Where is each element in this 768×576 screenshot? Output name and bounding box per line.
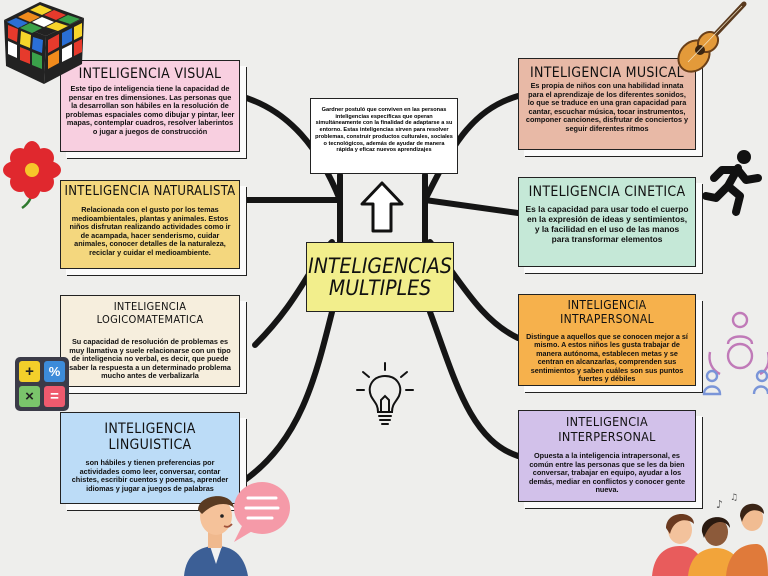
central-title-box: INTELIGENCIAS MULTIPLES xyxy=(306,242,454,312)
card-title: INTELIGENCIA VISUAL xyxy=(78,66,222,82)
card-cinetica: INTELIGENCIA CINETICA Es la capacidad pa… xyxy=(518,177,696,267)
card-title: INTELIGENCIA INTRAPERSONAL xyxy=(560,298,654,326)
intro-text: Gardner postuló que conviven en las pers… xyxy=(315,107,453,154)
card-title: INTELIGENCIA INTERPERSONAL xyxy=(558,414,656,444)
speech-bubble-icon xyxy=(234,482,290,542)
calc-key: % xyxy=(44,361,65,382)
card-musical: INTELIGENCIA MUSICAL Es propia de niños … xyxy=(518,58,696,150)
card-logicomatematica: INTELIGENCIA LOGICOMATEMATICA Su capacid… xyxy=(60,295,240,387)
flower-icon xyxy=(3,141,61,210)
calc-key: + xyxy=(19,361,40,382)
card-linguistica: INTELIGENCIA LINGUISTICA son hábiles y t… xyxy=(60,412,240,504)
card-visual: INTELIGENCIA VISUAL Este tipo de intelig… xyxy=(60,60,240,152)
card-title: INTELIGENCIA MUSICAL xyxy=(530,65,684,81)
calculator-icon: + % × = xyxy=(15,357,69,411)
guitar-icon xyxy=(677,1,747,73)
man-talking-illustration xyxy=(184,496,248,576)
calc-key: = xyxy=(44,386,65,407)
card-title: INTELIGENCIA NATURALISTA xyxy=(64,184,236,199)
card-text: Es propia de niños con una habilidad inn… xyxy=(525,81,689,134)
card-text: Distingue a aquellos que se conocen mejo… xyxy=(526,332,688,384)
card-title: INTELIGENCIA LOGICOMATEMATICA xyxy=(96,300,204,326)
card-interpersonal: INTELIGENCIA INTERPERSONAL Opuesta a la … xyxy=(518,410,696,502)
central-title-line1: INTELIGENCIAS xyxy=(308,253,452,278)
card-naturalista: INTELIGENCIA NATURALISTA Relacionada con… xyxy=(60,180,240,269)
card-text: son hábiles y tienen preferencias por ac… xyxy=(71,458,229,493)
friends-group-illustration: ♪ ♫ xyxy=(652,493,768,576)
card-text: Es la capacidad para usar todo el cuerpo… xyxy=(525,204,689,244)
lightbulb-icon xyxy=(356,362,414,425)
card-intrapersonal: INTELIGENCIA INTRAPERSONAL Distingue a a… xyxy=(518,294,696,386)
card-text: Relacionada con el gusto por los temas m… xyxy=(69,205,231,258)
card-title: INTELIGENCIA LINGUISTICA xyxy=(104,421,196,453)
up-arrow-icon xyxy=(360,181,404,233)
svg-text:♪: ♪ xyxy=(716,498,723,511)
svg-text:♫: ♫ xyxy=(730,493,738,503)
central-title: INTELIGENCIAS MULTIPLES xyxy=(308,255,452,299)
running-person-icon xyxy=(702,150,762,216)
card-text: Este tipo de inteligencia tiene la capac… xyxy=(65,84,235,137)
card-text: Opuesta a la inteligencia intrapersonal,… xyxy=(528,451,686,495)
central-title-line2: MULTIPLES xyxy=(328,276,432,300)
intro-box: Gardner postuló que conviven en las pers… xyxy=(310,98,458,174)
calc-key: × xyxy=(19,386,40,407)
card-title: INTELIGENCIA CINETICA xyxy=(528,184,686,200)
card-text: Su capacidad de resolución de problemas … xyxy=(69,337,231,381)
rubiks-cube-icon xyxy=(4,2,84,84)
people-outline-icon xyxy=(702,311,768,396)
